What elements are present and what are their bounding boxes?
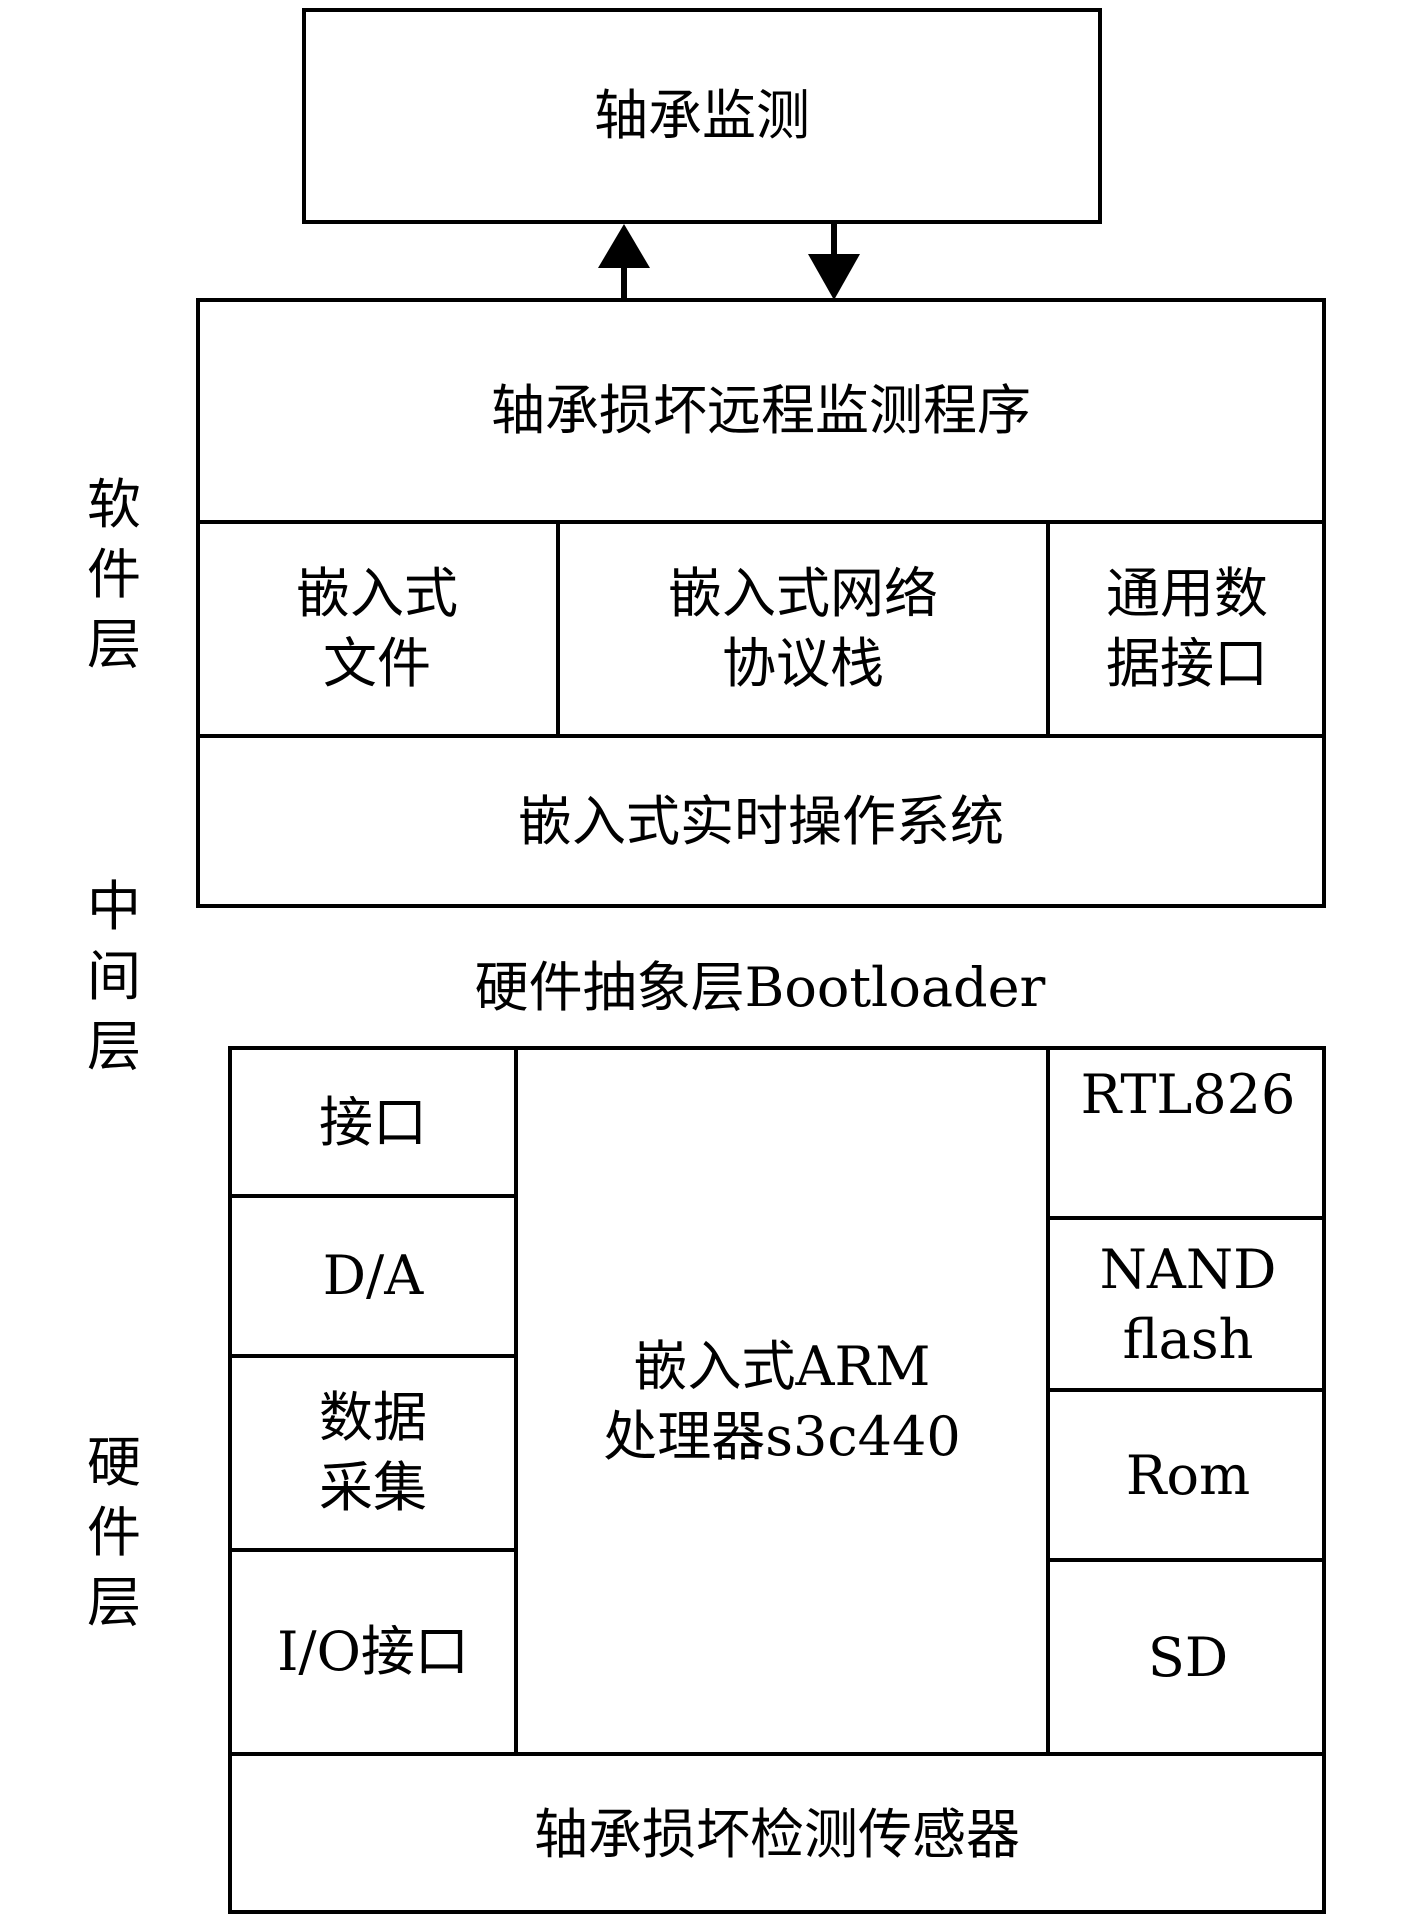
hw-arm-line1: 嵌入式ARM	[633, 1335, 931, 1398]
side-label-middle-3: 层	[87, 1015, 141, 1078]
divider-module-1	[556, 520, 560, 738]
hw-rtl-label: RTL826	[1080, 1063, 1296, 1126]
hal-label: 硬件抽象层Bootloader	[474, 956, 1046, 1019]
divider-left-2	[228, 1354, 518, 1358]
up-arrow-head	[598, 224, 650, 268]
divider-right-3	[1046, 1558, 1326, 1562]
hw-sd-cell: SD	[1050, 1562, 1326, 1754]
hw-interface-label: 接口	[319, 1091, 427, 1154]
divider-sensor	[228, 1752, 1326, 1756]
side-label-middle: 中 间 层	[74, 872, 154, 1082]
hw-data-acq-line2: 采集	[319, 1456, 427, 1519]
hw-data-acq-cell: 数据 采集	[230, 1356, 516, 1550]
software-block	[196, 298, 1326, 908]
hw-interface-cell: 接口	[230, 1050, 516, 1196]
module-network-stack-line1: 嵌入式网络	[668, 562, 938, 625]
rtos-label: 嵌入式实时操作系统	[518, 790, 1004, 853]
side-label-hardware-2: 件	[87, 1501, 141, 1564]
side-label-hardware-1: 硬	[87, 1431, 141, 1494]
hw-da-label: D/A	[322, 1244, 424, 1307]
hal-cell: 硬件抽象层Bootloader	[300, 948, 1220, 1028]
side-label-hardware-3: 层	[87, 1571, 141, 1634]
hw-da-cell: D/A	[230, 1196, 516, 1356]
side-label-hardware: 硬 件 层	[74, 1428, 154, 1638]
side-label-middle-2: 间	[87, 945, 141, 1008]
hw-nand-line2: flash	[1122, 1308, 1254, 1371]
divider-modules	[196, 734, 1326, 738]
hw-nand-cell: NAND flash	[1050, 1220, 1326, 1390]
hw-io-cell: I/O接口	[230, 1550, 516, 1754]
divider-right-1	[1046, 1216, 1326, 1220]
module-network-stack: 嵌入式网络 协议栈	[558, 522, 1048, 736]
divider-hw-left	[514, 1046, 518, 1756]
hw-nand-line1: NAND	[1099, 1238, 1277, 1301]
hw-rom-label: Rom	[1125, 1444, 1251, 1507]
sensor-cell: 轴承损坏检测传感器	[228, 1756, 1326, 1914]
down-arrow-head	[808, 254, 860, 300]
hw-arm-line2: 处理器s3c440	[603, 1405, 961, 1468]
hardware-block	[228, 1046, 1326, 1914]
hw-sd-label: SD	[1147, 1626, 1229, 1689]
divider-hw-right	[1046, 1046, 1050, 1756]
module-embedded-file-line2: 文件	[323, 632, 431, 695]
side-label-software-2: 件	[87, 543, 141, 606]
program-label: 轴承损坏远程监测程序	[491, 379, 1031, 442]
side-label-software: 软 件 层	[74, 470, 154, 680]
hw-rom-cell: Rom	[1050, 1392, 1326, 1560]
hw-io-label: I/O接口	[277, 1620, 469, 1683]
program-cell: 轴承损坏远程监测程序	[196, 300, 1326, 522]
divider-right-2	[1046, 1388, 1326, 1392]
divider-left-3	[228, 1548, 518, 1552]
module-network-stack-line2: 协议栈	[722, 632, 884, 695]
side-label-software-1: 软	[87, 473, 141, 536]
module-embedded-file-line1: 嵌入式	[296, 562, 458, 625]
module-embedded-file: 嵌入式 文件	[196, 522, 558, 736]
module-data-interface-line1: 通用数	[1106, 562, 1268, 625]
module-data-interface-line2: 据接口	[1106, 632, 1268, 695]
side-label-software-3: 层	[87, 613, 141, 676]
bearing-monitor-box: 轴承监测	[302, 8, 1102, 224]
divider-module-2	[1046, 520, 1050, 738]
module-data-interface: 通用数 据接口	[1048, 522, 1326, 736]
divider-program	[196, 520, 1326, 524]
hw-rtl-cell: RTL826	[1050, 1060, 1326, 1130]
hw-arm-cell: 嵌入式ARM 处理器s3c440	[518, 1050, 1046, 1754]
side-label-middle-1: 中	[87, 875, 141, 938]
divider-left-1	[228, 1194, 518, 1198]
hw-data-acq-line1: 数据	[319, 1386, 427, 1449]
sensor-label: 轴承损坏检测传感器	[534, 1803, 1020, 1866]
bearing-monitor-label: 轴承监测	[594, 84, 810, 147]
rtos-cell: 嵌入式实时操作系统	[196, 736, 1326, 908]
